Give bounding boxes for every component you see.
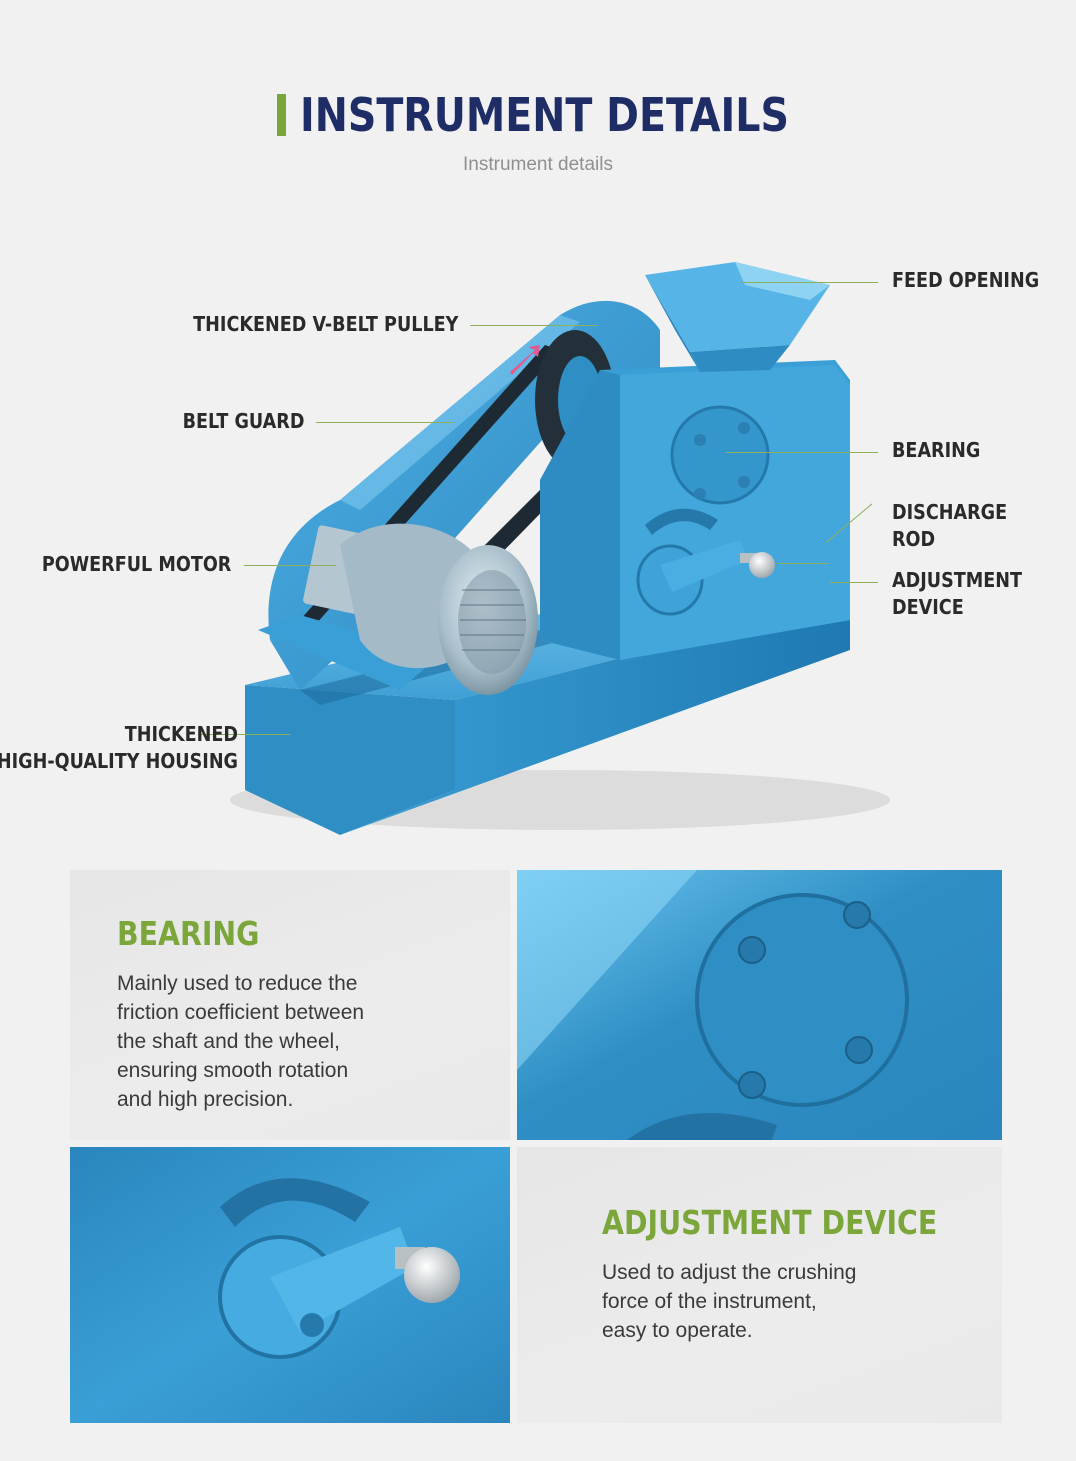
bearing-text-line: the shaft and the wheel,	[117, 1030, 340, 1053]
motor-mount	[258, 615, 440, 690]
adjustment-closeup-photo	[70, 1147, 510, 1423]
bearing-text-line: ensuring smooth rotation	[117, 1059, 349, 1082]
discharge-rod-knob	[749, 552, 775, 578]
lead-line-adjustment	[830, 582, 878, 583]
bearing-cap	[670, 405, 770, 505]
bearing-text-line: and high precision.	[117, 1088, 294, 1111]
adjustment-knob-closeup	[404, 1247, 460, 1303]
callout-belt-guard: BELT GUARD	[182, 409, 304, 433]
title-accent-bar	[277, 94, 287, 136]
callout-housing-line1: THICKENED	[124, 722, 238, 746]
feed-hopper	[645, 262, 830, 352]
bearing-closeup-photo	[517, 870, 1002, 1140]
callout-bearing: BEARING	[892, 438, 981, 462]
base-housing-front	[245, 685, 455, 835]
rotation-arrow	[510, 345, 540, 375]
lead-line-bearing	[726, 452, 878, 453]
callout-adjustment-device: ADJUSTMENT DEVICE	[892, 567, 1022, 621]
bearing-detail-panel: BEARING Mainly used to reduce the fricti…	[70, 870, 510, 1140]
callout-discharge-rod-line2: ROD	[892, 527, 936, 551]
lead-line-pulley	[470, 325, 598, 326]
callout-feed-opening: FEED OPENING	[892, 268, 1040, 292]
lead-line-motor	[244, 565, 336, 566]
bearing-cap-closeup	[695, 893, 909, 1107]
adjustment-text-line: force of the instrument,	[602, 1290, 817, 1313]
callout-discharge-rod-line1: DISCHARGE	[892, 500, 1008, 524]
lead-line-feed-opening	[742, 282, 878, 283]
lead-line-belt-guard	[316, 422, 454, 423]
bearing-detail-text: Mainly used to reduce the friction coeff…	[117, 969, 510, 1114]
callout-powerful-motor: POWERFUL MOTOR	[41, 552, 231, 576]
adjustment-detail-title: ADJUSTMENT DEVICE	[602, 1203, 938, 1242]
callout-adjustment-line1: ADJUSTMENT	[892, 568, 1023, 592]
bearing-text-line: friction coefficient between	[117, 1001, 365, 1024]
bearing-text-line: Mainly used to reduce the	[117, 972, 358, 995]
callout-discharge-rod: DISCHARGE ROD	[892, 499, 1007, 553]
callout-housing-line2: HIGH-QUALITY HOUSING	[0, 749, 238, 773]
adjustment-gear	[645, 508, 718, 535]
section-header: INSTRUMENT DETAILS Instrument details	[0, 88, 1076, 176]
adjustment-text-line: easy to operate.	[602, 1319, 753, 1342]
bearing-detail-title: BEARING	[117, 914, 260, 953]
callout-v-belt-pulley: THICKENED V-BELT PULLEY	[192, 312, 458, 336]
lead-line-discharge-rod	[778, 563, 828, 564]
callout-adjustment-line2: DEVICE	[892, 595, 964, 619]
title-row: INSTRUMENT DETAILS	[277, 88, 799, 142]
adjustment-detail-text: Used to adjust the crushing force of the…	[602, 1258, 1002, 1345]
lead-line-housing	[198, 734, 290, 735]
page-subtitle: Instrument details	[463, 154, 613, 175]
jaw-crusher-illustration	[230, 262, 890, 835]
adjustment-detail-panel: ADJUSTMENT DEVICE Used to adjust the cru…	[517, 1147, 1002, 1423]
adjustment-text-line: Used to adjust the crushing	[602, 1261, 857, 1284]
base-housing-side	[340, 600, 850, 835]
callout-housing: THICKENED HIGH-QUALITY HOUSING	[0, 721, 238, 775]
page-title: INSTRUMENT DETAILS	[300, 88, 790, 142]
